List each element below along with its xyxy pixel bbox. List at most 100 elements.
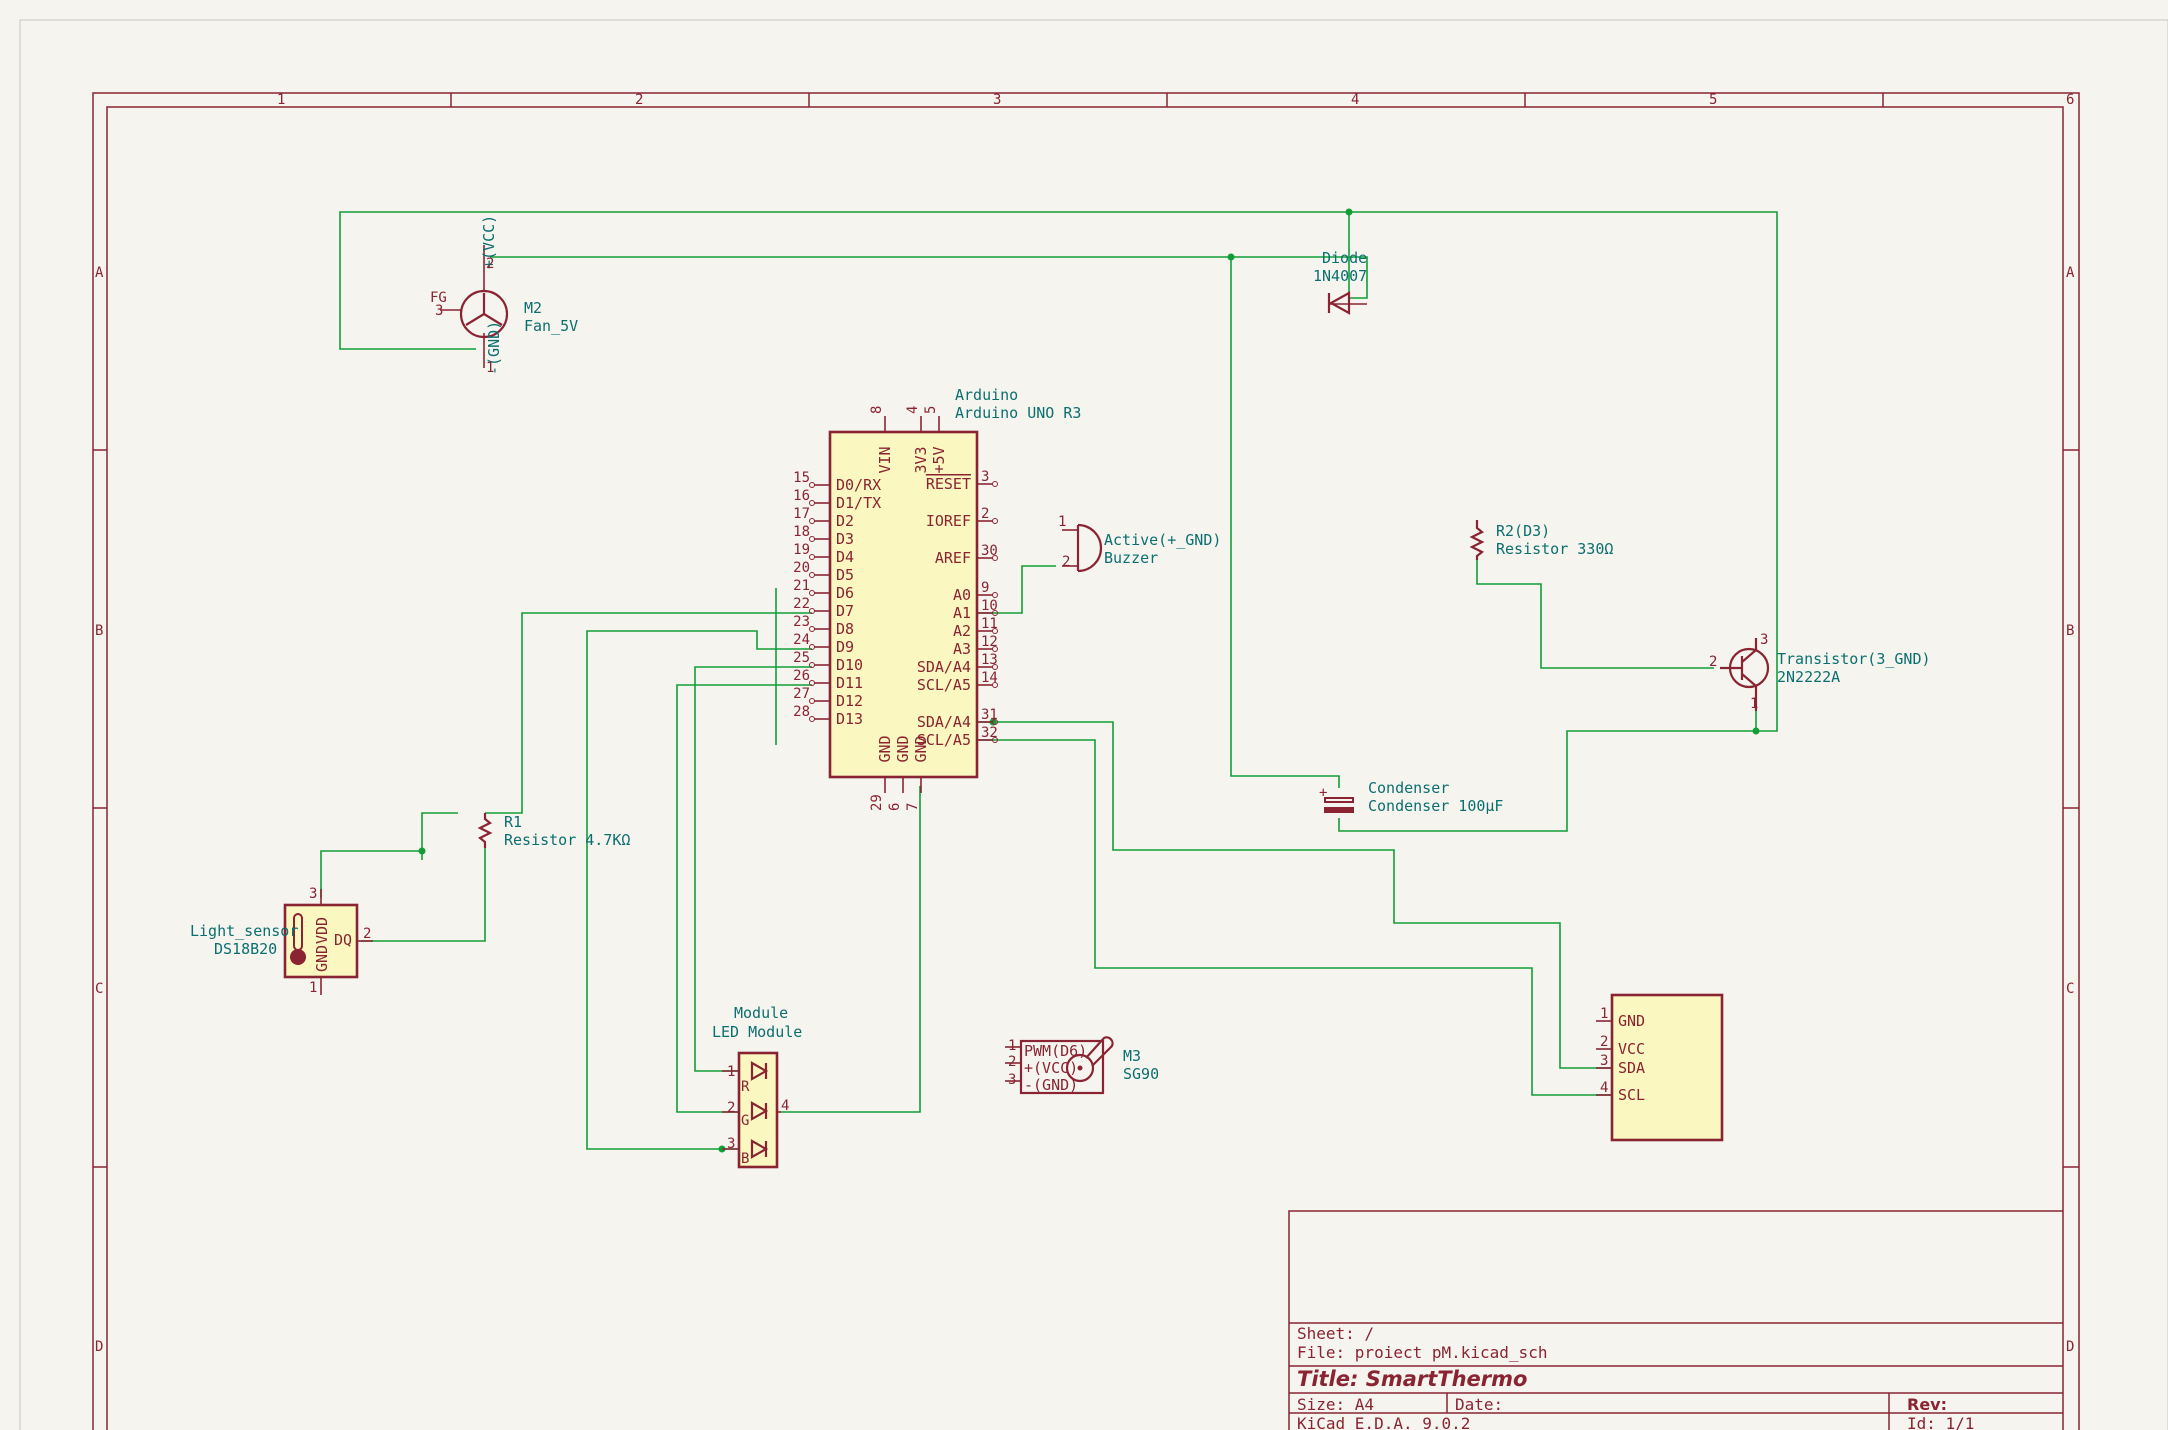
fan-vcc-label: +(VCC): [480, 215, 498, 269]
wires[interactable]: [320, 211, 1778, 1150]
sensor-ref: Light_sensor: [190, 922, 298, 940]
i2c-pin-number: 4: [1600, 1080, 1608, 1096]
sheet-label: Sheet: /: [1297, 1324, 1374, 1343]
row-label: D: [2066, 1339, 2074, 1355]
servo-ref: M3: [1123, 1047, 1141, 1065]
transistor-pin3: 3: [1760, 632, 1768, 648]
wire-vcc-rail: [490, 256, 1368, 299]
arduino-pin-number: 10: [981, 598, 998, 614]
tool-label: KiCad E.D.A. 9.0.2: [1297, 1414, 1470, 1430]
servo-pin1: 1: [1008, 1038, 1016, 1054]
wire-lcd-sda: [977, 721, 1616, 1069]
led-red-icon: [750, 1061, 769, 1081]
sensor-vdd: VDD: [313, 917, 331, 944]
led-blue-icon: [750, 1139, 769, 1159]
wire-r2-base: [1476, 560, 1714, 669]
arduino-pin-name: GND: [894, 735, 912, 762]
servo-gnd: -(GND): [1024, 1076, 1078, 1094]
arduino-pin-number: 2: [981, 506, 989, 522]
i2c-pin-name: SDA: [1618, 1059, 1645, 1077]
led-r: R: [741, 1079, 750, 1095]
diode-1n4007[interactable]: Diode 1N4007: [1313, 249, 1367, 315]
i2c-pin-name: SCL: [1618, 1086, 1645, 1104]
arduino-pin-number: 17: [793, 506, 810, 522]
arduino-pin-name: 3V3: [912, 446, 930, 473]
buzzer-pin2: 2: [1062, 554, 1070, 570]
arduino-pin-name: D6: [836, 584, 854, 602]
arduino-pin-name: SCL/A5: [917, 731, 971, 749]
i2c-pin-number: 1: [1600, 1006, 1608, 1022]
column-label: 2: [635, 92, 643, 108]
fan-pin3: 3: [435, 303, 443, 319]
arduino-pin-number: 23: [793, 614, 810, 630]
sensor-pin2: 2: [363, 926, 371, 942]
r1-value: Resistor 4.7KΩ: [504, 831, 630, 849]
led-b: B: [741, 1151, 749, 1167]
arduino-pin-name: +5V: [930, 446, 948, 473]
arduino-pin-number: 19: [793, 542, 810, 558]
fan-pin1: 1: [486, 360, 494, 376]
sensor-dq: DQ: [334, 931, 352, 949]
arduino-pin-number: 3: [981, 469, 989, 485]
junction-dot: [1752, 727, 1760, 735]
arduino-pin-number: 8: [869, 406, 885, 414]
led-pin2: 2: [727, 1100, 735, 1116]
column-label: 4: [1351, 92, 1359, 108]
arduino-pin-name: D3: [836, 530, 854, 548]
frame-row-labels: A B C D A B C D: [95, 265, 2075, 1355]
servo-pin3: 3: [1008, 1072, 1016, 1088]
arduino-pin-name: D5: [836, 566, 854, 584]
id-label: Id: 1/1: [1907, 1414, 1974, 1430]
arduino-pin-name: D9: [836, 638, 854, 656]
title-block: Sheet: / File: proiect pM.kicad_sch Titl…: [1288, 1210, 2063, 1430]
buzzer[interactable]: 1 2 Active(+_GND) Buzzer: [1058, 514, 1221, 573]
arduino-pin-number: 5: [923, 406, 939, 414]
resistor-r2[interactable]: R2(D3) Resistor 330Ω: [1469, 520, 1613, 560]
wire-gnd-led4: [781, 786, 921, 1113]
i2c-pin-number: 2: [1600, 1034, 1608, 1050]
arduino-pin-number: 28: [793, 704, 810, 720]
i2c-pin-name: GND: [1618, 1012, 1645, 1030]
title-label: Title: SmartThermo: [1297, 1367, 1527, 1391]
servo-sg90[interactable]: PWM(D6) +(VCC) -(GND) 1 2 3 M3 SG90: [1005, 1036, 1159, 1095]
buzzer-ref: Active(+_GND): [1104, 531, 1221, 549]
junction-dot: [1227, 253, 1235, 261]
transistor-ref: Transistor(3_GND): [1777, 650, 1931, 668]
row-label: A: [2066, 265, 2075, 281]
led-g: G: [741, 1113, 749, 1129]
fan-pin2: 2: [486, 256, 494, 272]
arduino-body: [828, 430, 979, 779]
column-label: 6: [2066, 92, 2074, 108]
size-label: Size: A4: [1297, 1395, 1374, 1414]
r1-ref: R1: [504, 813, 522, 831]
condenser[interactable]: + Condenser Condenser 100µF: [1319, 779, 1503, 815]
light-sensor-ds18b20[interactable]: DQ VDD GND 3 1 2 Light_sensor DS18B20: [190, 886, 373, 996]
wire-sensor-dq: [361, 848, 486, 942]
arduino-ref: Arduino: [955, 386, 1018, 404]
arduino-pin-number: 6: [887, 803, 903, 811]
arduino-pin-name: D0/RX: [836, 476, 881, 494]
arduino-pin-number: 11: [981, 616, 998, 632]
row-label: B: [2066, 623, 2074, 639]
diode-value: 1N4007: [1313, 267, 1367, 285]
row-label: B: [95, 623, 103, 639]
sensor-value: DS18B20: [214, 940, 277, 958]
buzzer-pin1: 1: [1058, 514, 1066, 530]
resistor-r1[interactable]: R1 Resistor 4.7KΩ: [477, 813, 630, 849]
led-module[interactable]: R G B 1 2 3 4 Module LED Module: [712, 1004, 802, 1169]
arduino-pin-number: 21: [793, 578, 810, 594]
fan-fg-label: FG: [430, 290, 447, 306]
transistor-2n2222a[interactable]: 2 1 3 Transistor(3_GND) 2N2222A: [1709, 632, 1931, 712]
junction-dot: [418, 847, 426, 855]
arduino-pin-name: VIN: [876, 446, 894, 473]
wire-fan-gnd-loop: [339, 211, 1778, 732]
arduino-pin-number: 32: [981, 725, 998, 741]
fan-m2[interactable]: +(VCC) -(GND) FG 2 1 3 M2 Fan_5V: [430, 215, 578, 376]
wire-condenser-plus: [1230, 257, 1340, 788]
r2-ref: R2(D3): [1496, 522, 1550, 540]
fan-icon: [459, 289, 509, 339]
